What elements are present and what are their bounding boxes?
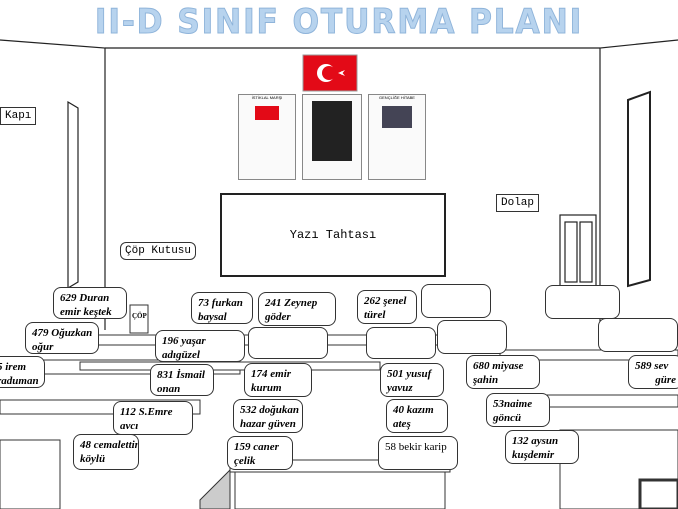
student-name-line: 629 Duran xyxy=(60,292,110,304)
student-name-line: 831 İsmail xyxy=(157,369,205,381)
student-name-line: 501 yusuf xyxy=(387,368,432,380)
student-seat: 132 aysun kuşdemir xyxy=(505,430,579,464)
student-name-line: 132 aysun xyxy=(512,435,559,447)
student-name-line: 262 şenel xyxy=(364,295,407,307)
door-label: Kapı xyxy=(0,107,37,125)
student-seat: 589 sev güre xyxy=(628,355,678,389)
student-name-line: 53naime xyxy=(493,398,533,410)
student-name-line: 479 Oğuzkan xyxy=(32,327,93,339)
student-name-line: kurum xyxy=(251,382,282,394)
student-seat: 196 yaşar adıgüzel xyxy=(155,330,245,362)
student-seat: 532 doğukan hazar güven xyxy=(233,399,303,433)
empty-seat xyxy=(598,318,678,352)
student-seat: 479 Oğuzkan oğur xyxy=(25,322,99,354)
poster-title: GENÇLİĞE HİTABE xyxy=(379,95,415,100)
student-seat: 53naime göncü xyxy=(486,393,550,427)
student-seat: 174 emir kurum xyxy=(244,363,312,397)
student-name-line: çelik xyxy=(234,455,256,467)
poster-ataturk xyxy=(302,94,362,180)
student-name-line: 112 S.Emre xyxy=(120,406,173,418)
student-name-line: 159 caner xyxy=(234,441,279,453)
empty-seat xyxy=(421,284,491,318)
student-name-line: 40 kazım xyxy=(393,404,434,416)
student-name-line: 73 furkan xyxy=(198,297,243,309)
student-name-line: 58 bekir karip xyxy=(385,441,447,453)
student-name-line: türel xyxy=(364,309,386,321)
page-title: II-D SINIF OTURMA PLANI xyxy=(94,2,584,43)
student-seat: 831 İsmail onan xyxy=(150,364,214,396)
student-seat: 680 miyase şahin xyxy=(466,355,540,389)
student-seat: 58 bekir karip xyxy=(378,436,458,470)
student-name-line: köylü xyxy=(80,453,106,465)
student-name-line: şahin xyxy=(473,374,499,386)
student-seat: 73 furkan baysal xyxy=(191,292,253,324)
student-name-line: göncü xyxy=(493,412,522,424)
empty-seat xyxy=(437,320,507,354)
student-name-line: yavuz xyxy=(387,382,413,394)
student-name-line: onan xyxy=(157,383,181,395)
poster-title: İSTİKLAL MARŞI xyxy=(251,95,283,100)
student-name-line: 680 miyase xyxy=(473,360,524,372)
trash-can-label: ÇÖP xyxy=(132,312,147,320)
student-name-line: hazar güven xyxy=(240,418,296,430)
student-seat: 5 irem raduman xyxy=(0,356,45,388)
student-seat: 40 kazım ateş xyxy=(386,399,448,433)
student-seat: 501 yusuf yavuz xyxy=(380,363,444,397)
student-name-line: kuşdemir xyxy=(512,449,555,461)
student-name-line: 5 irem xyxy=(0,361,27,373)
student-name-line: göder xyxy=(265,311,291,323)
cupboard-label: Dolap xyxy=(496,194,540,212)
student-seat: 629 Duran emir keştek xyxy=(53,287,127,319)
student-name-line: 532 doğukan xyxy=(240,404,299,416)
student-name-line: emir keştek xyxy=(60,306,112,318)
empty-seat xyxy=(545,285,620,319)
poster-istiklal-marsi: İSTİKLAL MARŞI xyxy=(238,94,296,180)
student-name-line: güre xyxy=(655,374,676,386)
student-seat: 241 Zeynep göder xyxy=(258,292,336,326)
empty-seat xyxy=(366,327,436,359)
student-name-line: avcı xyxy=(120,420,139,432)
student-seat: 48 cemalettin köylü xyxy=(73,434,139,470)
student-name-line: raduman xyxy=(0,375,39,387)
student-name-line: 48 cemalettin xyxy=(80,439,139,451)
student-seat: 262 şenel türel xyxy=(357,290,417,324)
student-name-line: 174 emir xyxy=(251,368,292,380)
student-name-line: 196 yaşar xyxy=(162,335,206,347)
student-name-line: 589 sev xyxy=(635,360,669,372)
student-name-line: oğur xyxy=(32,341,54,353)
student-name-line: ateş xyxy=(393,418,411,430)
student-seat: 112 S.Emre avcı xyxy=(113,401,193,435)
board-label: Yazı Tahtası xyxy=(289,228,377,242)
blackboard: Yazı Tahtası xyxy=(220,193,446,277)
student-seat: 159 caner çelik xyxy=(227,436,293,470)
student-name-line: adıgüzel xyxy=(162,349,200,361)
empty-seat xyxy=(248,327,328,359)
student-name-line: baysal xyxy=(198,311,227,323)
poster-genclige-hitabe: GENÇLİĞE HİTABE xyxy=(368,94,426,180)
student-name-line: 241 Zeynep xyxy=(265,297,318,309)
trash-label: Çöp Kutusu xyxy=(120,242,197,260)
